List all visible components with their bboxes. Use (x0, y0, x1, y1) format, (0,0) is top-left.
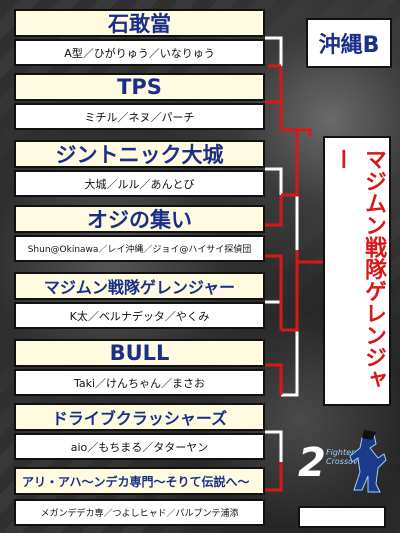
team-name: ジントニック大城 (14, 140, 265, 168)
team-name: ドライブクラッシャーズ (14, 403, 265, 431)
logo-text: Fighters Crossover (326, 448, 366, 466)
region-label: 沖縄B (306, 18, 392, 68)
team-members: Shun@Okinawa／レイ沖縄／ジョイ@ハイサイ探偵団 (14, 235, 265, 262)
team-name: TPS (14, 73, 265, 101)
team-name: マジムン戦隊ゲレンジャー (14, 272, 265, 300)
team-name: 石敢當 (14, 9, 265, 37)
fighter-character-image (349, 430, 387, 493)
winner-box: マジムン戦隊ゲレンジャー (323, 136, 391, 406)
logo-number: 2 (298, 440, 326, 486)
team-members: K太／ベルナデッタ／やくみ (14, 302, 265, 329)
team-name: オジの集い (14, 205, 265, 233)
team-members: 大城／ルル／あんとび (14, 170, 265, 197)
team-name: アリ・アハ〜ンデカ専門〜そりて伝説へ〜 (14, 467, 265, 495)
team-members: ミチル／ネヌ／パーチ (14, 103, 265, 130)
team-members: Taki／けんちゃん／まさお (14, 369, 265, 396)
team-members: aio／もちまる／タターヤン (14, 433, 265, 460)
team-name: BULL (14, 339, 265, 367)
blank-result-box (298, 506, 386, 528)
team-members: A型／ひがりゅう／いなりゅう (14, 39, 265, 66)
winner-name: マジムン戦隊ゲレンジャー (329, 148, 386, 390)
game-logo: 2 Fighters Crossover (298, 428, 388, 494)
team-members: メガンデデカ専／つよしヒャド／パルプンテ浦添 (14, 499, 265, 526)
